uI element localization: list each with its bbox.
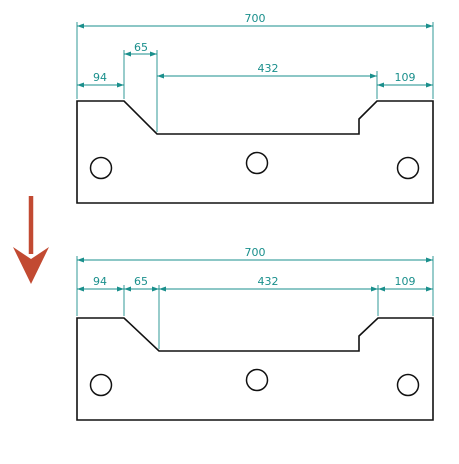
hole-center: [245, 368, 269, 392]
dim-middle-label: 432: [258, 275, 279, 288]
extension-lines: [76, 22, 434, 132]
part-outline: [76, 317, 434, 421]
dim-right-label: 109: [395, 71, 416, 84]
dim-middle-label: 432: [258, 62, 279, 75]
dim-slope-label: 65: [134, 275, 148, 288]
part-outline: [76, 100, 434, 204]
dim-overall-label: 700: [245, 12, 266, 25]
drawing-after: 700 94 65 432 109: [76, 246, 434, 421]
dim-left-label: 94: [93, 71, 107, 84]
hole-left: [89, 156, 113, 180]
extension-lines: [76, 256, 434, 349]
dimension-lines: [77, 23, 433, 88]
dim-left-label: 94: [93, 275, 107, 288]
dim-right-label: 109: [395, 275, 416, 288]
dim-slope-label: 65: [134, 41, 148, 54]
dimension-lines: [77, 257, 433, 292]
arrow-down-icon: [13, 196, 49, 284]
dim-overall-label: 700: [245, 246, 266, 259]
hole-right: [396, 373, 420, 397]
hole-right: [396, 156, 420, 180]
hole-left: [89, 373, 113, 397]
drawing-before: 700 65 432 94 109: [76, 12, 434, 204]
hole-center: [245, 151, 269, 175]
